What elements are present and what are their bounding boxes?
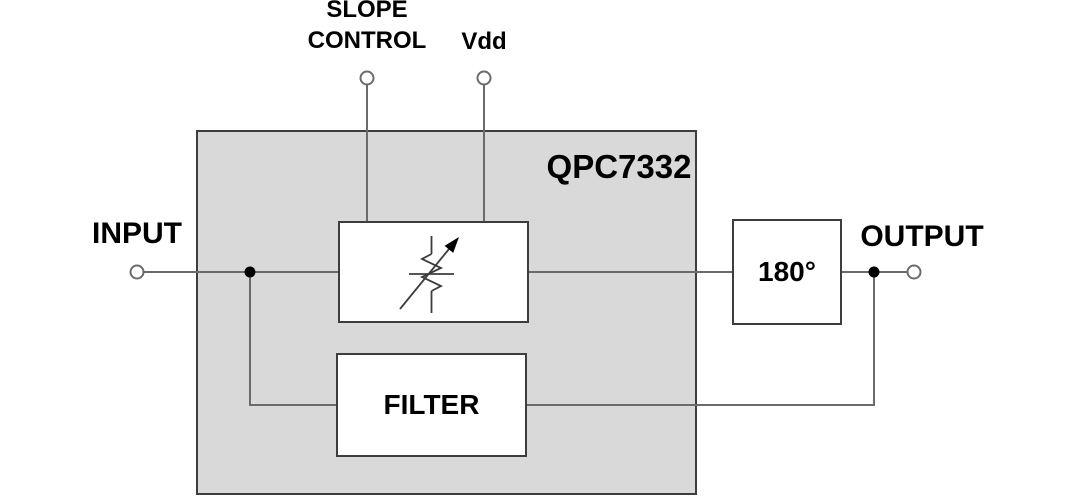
input-pin-label: INPUT	[92, 217, 182, 250]
phase-shift-label: 180°	[758, 256, 816, 287]
attenuator-block	[338, 221, 529, 323]
slope-control-pin-label: SLOPE CONTROL	[267, 0, 467, 56]
variable-attenuator-icon	[399, 236, 459, 313]
filter-block: FILTER	[336, 353, 527, 457]
slope-control-terminal	[359, 70, 375, 86]
slope-control-pin-label-line1: SLOPE	[326, 0, 408, 23]
output-terminal	[906, 264, 922, 280]
output-junction-dot	[868, 266, 880, 278]
input-terminal	[129, 264, 145, 280]
slope-control-pin-label-line2: CONTROL	[307, 27, 427, 54]
vdd-pin-label: Vdd	[461, 28, 507, 55]
vdd-terminal	[476, 70, 492, 86]
chip-name-label: QPC7332	[546, 148, 692, 185]
output-pin-label: OUTPUT	[860, 220, 984, 253]
filter-label: FILTER	[383, 389, 480, 420]
